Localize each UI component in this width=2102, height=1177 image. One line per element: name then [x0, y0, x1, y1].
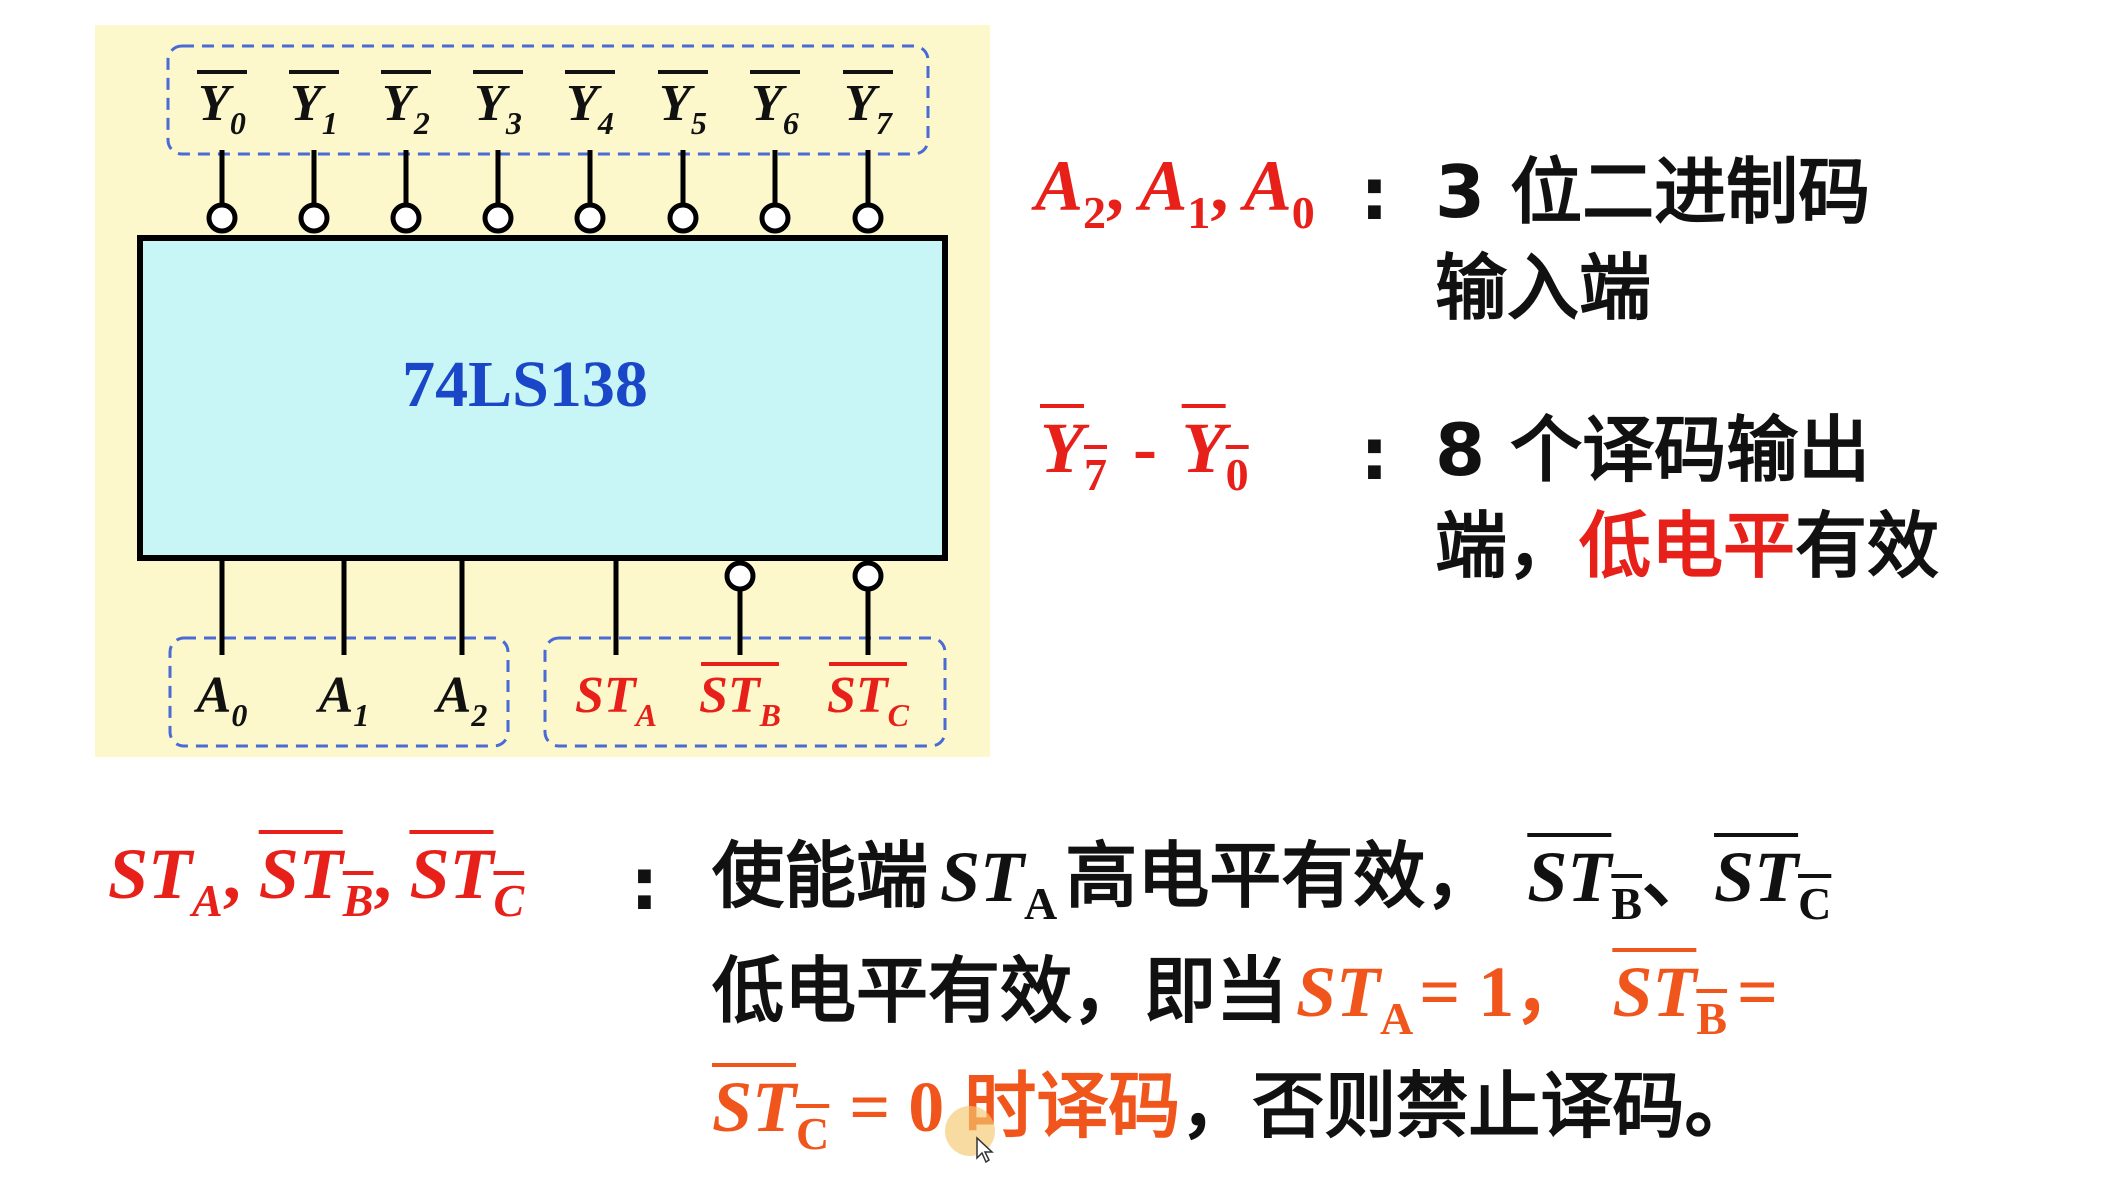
output-pin-y0-bubble — [206, 202, 238, 234]
enable-labels: STA, STB, STC — [108, 834, 525, 926]
address-desc-line1: 3 位二进制码 — [1435, 150, 1871, 234]
output-pin-y5-label: Y5 — [659, 75, 707, 141]
output-colon: : — [1360, 412, 1389, 496]
output-pin-y4-label: Y4 — [566, 75, 614, 141]
output-pin-y2-label: Y2 — [382, 75, 430, 141]
condition-sta: STA= 1， — [1296, 952, 1587, 1044]
active-low-highlight: 低电平 — [1579, 504, 1796, 588]
address-pin-a0-label: A0 — [194, 667, 248, 733]
output-pin-y7-label: Y7 — [844, 75, 894, 141]
address-desc-line2: 输入端 — [1435, 246, 1652, 330]
output-desc-line2: 端，低电平有效 — [1435, 504, 1940, 588]
enable-pin-stc-label: STC — [827, 667, 910, 733]
output-range-label: Y7 - Y0 — [1040, 408, 1249, 500]
output-pin-y6-label: Y6 — [751, 75, 799, 141]
output-label-y7: Y7 — [1040, 408, 1107, 500]
address-label: A1 — [1139, 146, 1211, 238]
enable-pin-stb-bubble — [724, 560, 756, 592]
enable-pin-sta-label: STA — [575, 667, 657, 733]
output-pin-y3-bubble — [482, 202, 514, 234]
output-pin-y6-bubble — [759, 202, 791, 234]
address-pin-a2-label: A2 — [434, 667, 488, 733]
address-group-box — [168, 636, 510, 748]
address-label: A0 — [1243, 146, 1315, 238]
output-pin-y0-label: Y0 — [198, 75, 246, 141]
output-label-y0: Y0 — [1181, 408, 1249, 500]
output-pin-y1-label: Y1 — [290, 75, 338, 141]
output-pin-y1-bubble — [298, 202, 330, 234]
output-desc-line1: 8 个译码输出 — [1435, 408, 1871, 492]
enable-colon: : — [630, 842, 659, 926]
address-label: A2 — [1035, 146, 1107, 238]
enable-pin-stb-label: STB — [699, 667, 781, 733]
output-pin-y7-bubble — [852, 202, 884, 234]
output-group-box — [166, 44, 930, 156]
address-pin-a1-label: A1 — [316, 667, 370, 733]
output-pin-y5-bubble — [667, 202, 699, 234]
condition-stb: STB= — [1612, 952, 1779, 1044]
output-pin-y3-label: Y3 — [474, 75, 522, 141]
chip-name: 74LS138 — [402, 348, 648, 421]
chip-body — [137, 235, 948, 561]
mouse-cursor-icon — [976, 1136, 994, 1164]
address-colon: : — [1360, 152, 1389, 236]
output-pin-y4-bubble — [574, 202, 606, 234]
output-pin-y2-bubble — [390, 202, 422, 234]
enable-group-box — [543, 636, 947, 748]
enable-pin-stc-bubble — [852, 560, 884, 592]
address-labels: A2, A1, A0 — [1035, 146, 1315, 238]
